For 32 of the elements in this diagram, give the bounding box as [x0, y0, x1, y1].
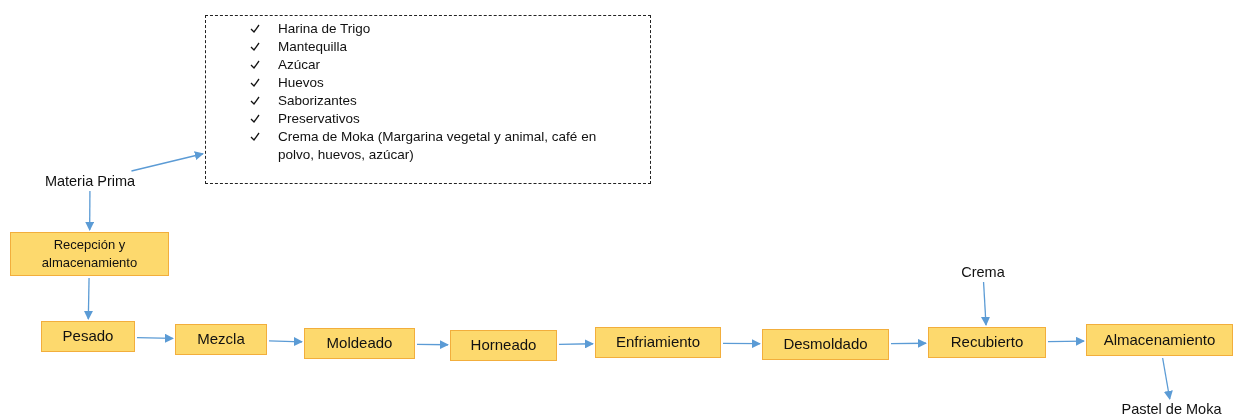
arrow [890, 338, 927, 348]
process-box: Recepción y almacenamiento [10, 232, 169, 276]
process-box: Enfriamiento [595, 327, 721, 358]
flow-label: Crema [961, 264, 1005, 280]
arrow [722, 339, 761, 349]
process-box: Almacenamiento [1086, 324, 1233, 356]
arrow [558, 339, 594, 349]
arrow [1162, 357, 1173, 400]
list-item: Harina de Trigo [278, 20, 371, 38]
process-box: Moldeado [304, 328, 415, 359]
flow-label: Pastel de Moka [1121, 401, 1222, 417]
list-item: Azúcar [278, 56, 321, 74]
flow-label: Materia Prima [44, 173, 136, 189]
arrow [136, 333, 174, 343]
arrow [416, 340, 449, 350]
list-item: Huevos [278, 74, 324, 92]
process-box: Pesado [41, 321, 135, 352]
process-box: Recubierto [928, 327, 1046, 358]
arrow [268, 337, 303, 347]
process-box: Mezcla [175, 324, 267, 355]
arrow [85, 190, 95, 231]
dashed-list-box [205, 15, 651, 184]
list-item: Preservativos [278, 110, 360, 128]
arrow [83, 277, 93, 320]
list-item: Crema de Moka (Margarina vegetal y animal, café en polvo, huevos, azúcar) [278, 128, 598, 164]
process-box: Desmoldado [762, 329, 889, 360]
process-box: Horneado [450, 330, 557, 361]
arrow [981, 281, 991, 326]
arrow [130, 151, 204, 172]
list-item: Saborizantes [278, 92, 357, 110]
list-item: Mantequilla [278, 38, 348, 56]
arrow [1047, 336, 1085, 346]
